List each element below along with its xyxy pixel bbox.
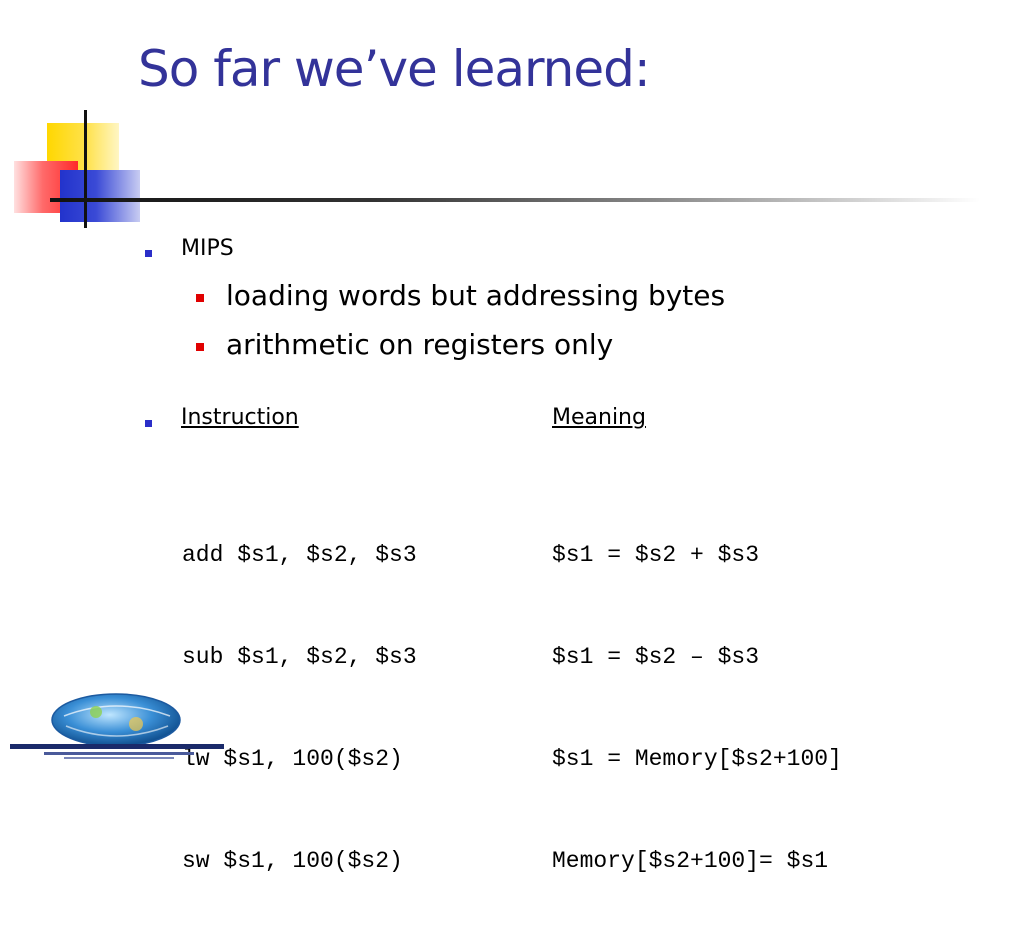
slide-title: So far we’ve learned:	[138, 40, 651, 98]
decorative-corner-graphic	[0, 0, 1024, 240]
slide: So far we’ve learned: MIPS loading words…	[0, 0, 1024, 874]
table-row-instruction: sub $s1, $s2, $s3	[182, 644, 417, 670]
university-logo-icon	[10, 693, 224, 759]
vertical-rule	[84, 110, 87, 228]
blue-square	[60, 170, 140, 222]
sub-bullet-icon	[196, 343, 204, 351]
table-row-meaning: $s1 = Memory[$s2+100]	[552, 746, 842, 772]
header-instruction: Instruction	[181, 405, 299, 430]
table-row-instruction: add $s1, $s2, $s3	[182, 542, 417, 568]
meaning-column: $s1 = $s2 + $s3 $s1 = $s2 – $s3 $s1 = Me…	[552, 470, 842, 946]
table-row-meaning: $s1 = $s2 – $s3	[552, 644, 760, 670]
sub-bullet-text: arithmetic on registers only	[226, 328, 614, 361]
bullet-icon	[145, 420, 152, 427]
header-meaning: Meaning	[552, 405, 646, 430]
sub-bullet-icon	[196, 294, 204, 302]
sub-bullet-text: loading words but addressing bytes	[226, 279, 726, 312]
horizontal-rule	[50, 198, 980, 202]
table-row-meaning: $s1 = $s2 + $s3	[552, 542, 760, 568]
bullet-text-mips: MIPS	[181, 236, 234, 261]
table-row-instruction: sw $s1, 100($s2)	[182, 848, 403, 874]
bullet-icon	[145, 250, 152, 257]
table-row-meaning: Memory[$s2+100]= $s1	[552, 848, 829, 874]
